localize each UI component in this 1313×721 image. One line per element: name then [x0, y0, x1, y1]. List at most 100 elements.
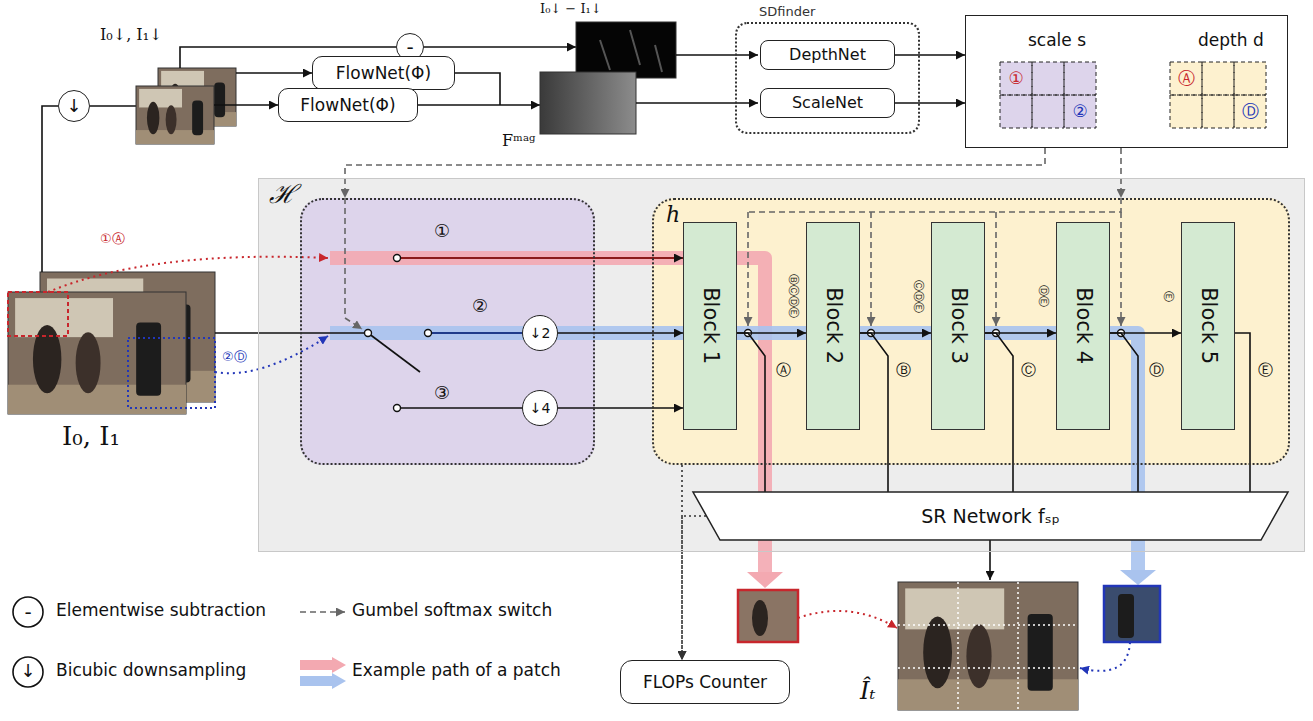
flow-magnitude-image: [540, 72, 636, 134]
grid-cell: [1032, 62, 1064, 95]
wire: [455, 73, 500, 105]
example-path-arrowhead: [747, 572, 783, 588]
photo-window: [905, 588, 1004, 629]
photo-background: [8, 292, 186, 414]
annotation-label: I₀↓, I₁↓: [100, 26, 162, 44]
legend-label: Bicubic downsampling: [56, 661, 246, 681]
connector: [558, 332, 683, 334]
photo-punching-bag: [192, 101, 203, 136]
photo-punching-bag: [136, 323, 161, 396]
connector: [345, 148, 1045, 198]
legend-sample: [300, 611, 345, 613]
connector: [985, 333, 1013, 492]
depthnet-box: DepthNet: [760, 40, 895, 70]
example-path-arrowhead: [1120, 570, 1156, 585]
annotation-label: ②Ⓓ: [222, 350, 247, 365]
legend-sample: [332, 657, 346, 673]
grid-cell: [1000, 62, 1032, 95]
gumbel-switch-line: [870, 212, 872, 326]
wire: [989, 540, 991, 580]
connector: [682, 516, 706, 660]
legend-symbol: [13, 657, 43, 687]
network-block: Block 1: [683, 222, 737, 430]
patch-outline: [128, 338, 215, 408]
wire: [397, 257, 683, 259]
annotation-label: Ⓓ: [1149, 362, 1164, 379]
wire: [397, 407, 522, 409]
grid-fill: [1170, 62, 1266, 128]
grid-cell: [1234, 62, 1266, 95]
difference-image: [576, 22, 676, 78]
sdfinder-group: DepthNetScaleNetSDfinder: [735, 22, 920, 134]
photo-background: [898, 582, 1078, 710]
patch-grid: [1170, 62, 1266, 128]
annotation-label: I₀, I₁: [62, 422, 120, 452]
grid-cell: [1202, 95, 1234, 128]
annotation-label: Îₜ: [860, 678, 875, 706]
annotation-label: ⒹⒺ: [1037, 285, 1050, 307]
annotation-label: ⒸⒹⒺ: [912, 280, 925, 313]
wire: [214, 104, 278, 106]
annotation-label: ①: [1008, 69, 1023, 89]
grid-cell: [1032, 95, 1064, 128]
network-block: Block 3: [931, 222, 985, 430]
grid-cell: [1064, 95, 1096, 128]
patch-route: [48, 257, 328, 292]
photo-punching-bag: [1118, 594, 1134, 638]
connector: [737, 333, 765, 492]
depth-selector-region: Block 1Block 2Block 3Block 4Block 5h: [652, 198, 1290, 465]
connector: [895, 54, 965, 56]
legend-sample: [300, 660, 332, 670]
downsample-operator: ↓: [58, 90, 90, 122]
node-text: h: [666, 202, 680, 228]
photo-frame: [898, 582, 1078, 710]
annotation-label: ↓: [20, 661, 35, 682]
gumbel-switch-line: [1120, 212, 1122, 326]
switch-terminal: [365, 330, 372, 337]
annotation-label: Fᵐᵃᵍ: [502, 132, 535, 150]
annotation-label: Ⓐ: [1178, 69, 1195, 89]
legend-label: Example path of a patch: [352, 661, 561, 681]
grid-fill: [1000, 62, 1096, 128]
annotation-label: -: [24, 601, 31, 624]
photo-background: [136, 86, 214, 144]
node-text: Block 5: [1195, 288, 1220, 365]
flownet-box: FlowNet(Φ): [278, 88, 418, 122]
photo-person: [752, 600, 768, 636]
annotation-label: Ⓒ: [1021, 362, 1036, 379]
annotation-label: Ⓔ: [1162, 291, 1175, 302]
annotation-label: ①Ⓐ: [100, 232, 125, 247]
gumbel-switch-line: [747, 212, 749, 326]
node-text: depth d: [1198, 30, 1264, 50]
annotation-label: ⒷⒸⒹⒺ: [787, 274, 800, 318]
switch-blade: [368, 333, 420, 372]
connector: [1120, 148, 1122, 198]
node-text: Block 4: [1070, 288, 1095, 365]
node-text: ↓2: [530, 325, 551, 342]
photo-person: [923, 617, 952, 689]
switch-terminal: [394, 405, 401, 412]
gumbel-switch-line: [748, 198, 1121, 212]
downsample-operator: ↓4: [522, 390, 558, 426]
node-text: ②: [472, 295, 488, 317]
wire: [424, 46, 576, 48]
legend-sample: [332, 673, 346, 689]
grid-cell: [1234, 95, 1266, 128]
photo-window: [139, 89, 182, 108]
grid-cell: [1170, 62, 1202, 95]
difference-texture: [600, 30, 662, 72]
photo-person: [76, 332, 101, 393]
grid-cell: [1064, 62, 1096, 95]
node-text: scale s: [1028, 30, 1086, 50]
annotation-label: I₀↓ − I₁↓: [540, 2, 602, 17]
node-text: FlowNet(Φ): [300, 95, 395, 115]
photo-window: [15, 298, 113, 337]
grid-cell: [1170, 95, 1202, 128]
photo-person: [166, 105, 177, 134]
wire: [418, 104, 540, 106]
switch-terminal: [394, 255, 401, 262]
sr-network-trapezoid: SR Network fₛₚ: [693, 492, 1288, 540]
legend-label: Gumbel softmax switch: [352, 601, 552, 621]
annotation-label: Ⓑ: [896, 362, 911, 379]
